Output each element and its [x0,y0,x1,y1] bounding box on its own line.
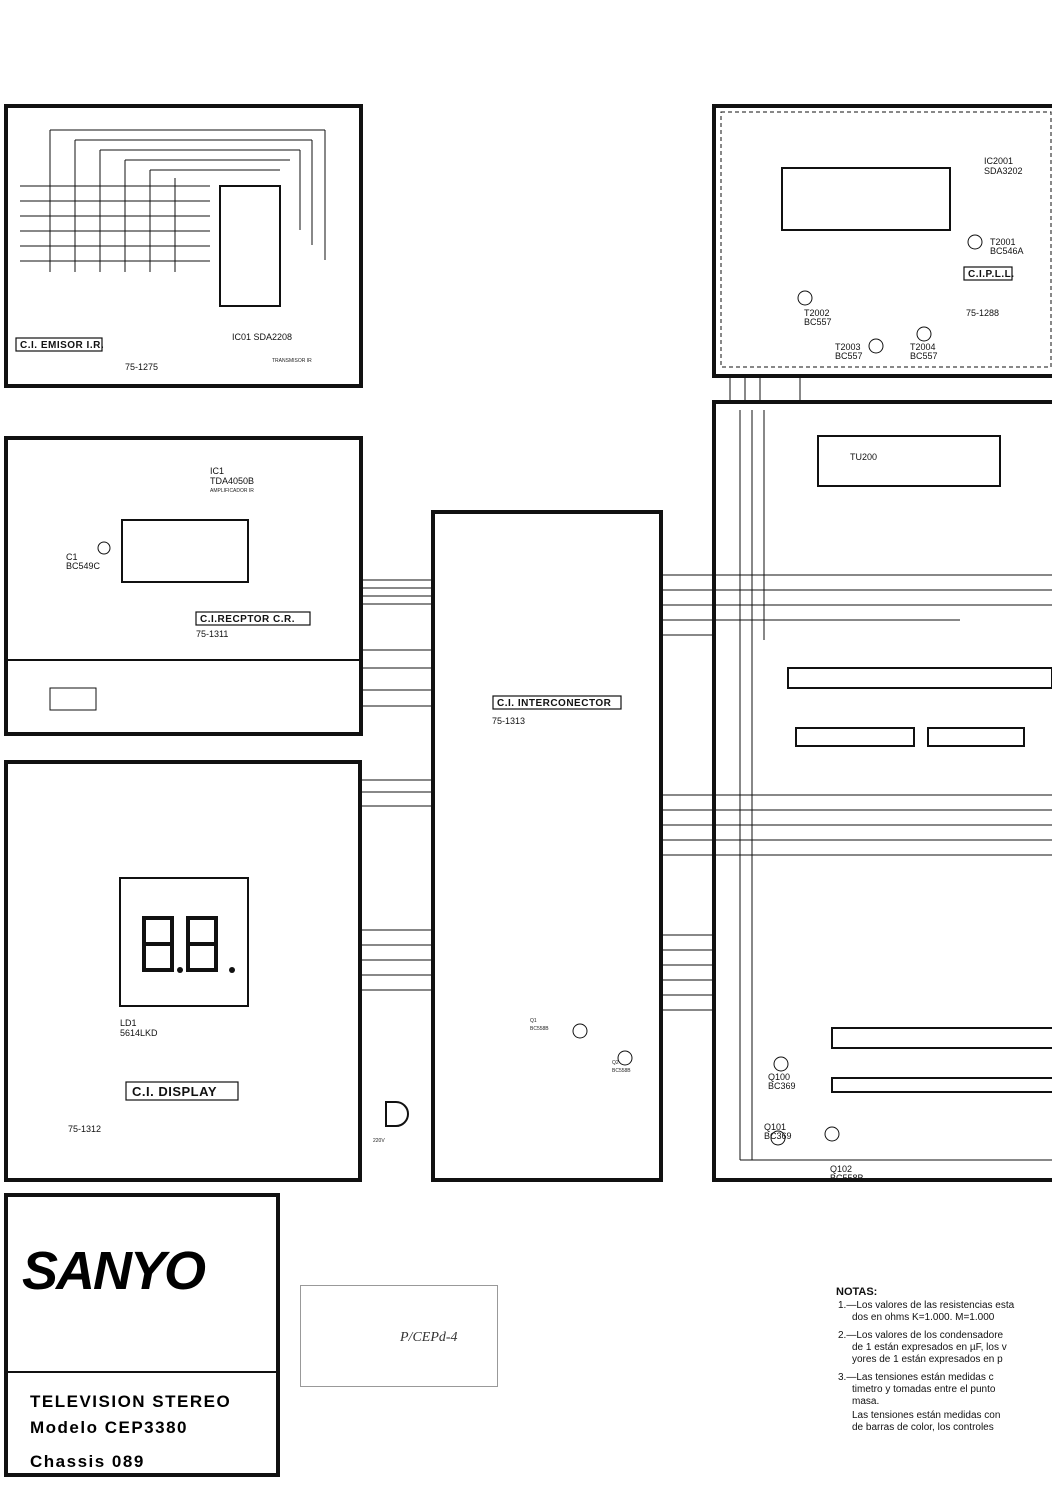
q100-label: Q100 [768,1072,790,1082]
receptor-code: 75-1311 [196,629,228,639]
pll-code: 75-1288 [966,308,999,318]
pll-board-outline [712,104,1052,378]
q100-symbol [773,1056,789,1072]
note-2a: 2.—Los valores de los condensadore [838,1330,1004,1341]
main-ic-strip-3 [927,727,1025,747]
t2003-part: BC557 [835,351,863,361]
receptor-tag-frame [195,611,311,626]
emisor-title: C.I. EMISOR I.R. [20,340,104,351]
interconnect-wires [361,376,801,1011]
note-3d: Las tensiones están medidas con [852,1410,1001,1421]
t2003-label: T2003 [835,342,861,352]
receptor-board-outline [4,436,363,736]
display-board-outline [4,760,362,1182]
ic2001-chip [781,167,951,231]
led-display-frame [119,877,249,1007]
note-3e: de barras de color, los controles [852,1422,994,1433]
seven-seg-digits [142,916,235,973]
q1-symbol [572,1023,588,1039]
pll-shield [720,111,1052,368]
t2004-symbol [916,326,932,342]
t2002-label: T2002 [804,308,830,318]
q100-part: BC369 [768,1081,796,1091]
t2001-part: BC546A [990,246,1024,256]
emisor-tag-frame [15,337,103,352]
pll-tag-frame [963,266,1013,281]
emisor-code: 75-1275 [125,362,158,372]
ic1-label: IC1 [210,466,224,476]
emisor-board-outline [4,104,363,388]
q1-part: BC558B [530,1026,549,1032]
note-1a: 1.—Los valores de las resistencias esta [838,1300,1015,1311]
display-tag-frame [125,1081,239,1101]
q101-label: Q101 [764,1122,786,1132]
note-3a: 3.—Las tensiones están medidas c [838,1372,994,1383]
t2001-label: T2001 [990,237,1016,247]
t2004-part: BC557 [910,351,938,361]
ic01-label: IC01 SDA2208 [232,332,292,342]
chassis-line: Chassis 089 [30,1452,145,1471]
ld1-label: LD1 [120,1018,137,1028]
notes-title: NOTAS: [836,1286,878,1298]
note-1b: dos en ohms K=1.000. M=1.000 [852,1312,995,1323]
q2-symbol [617,1050,633,1066]
q102-part: BC558B [830,1173,864,1183]
display-code: 75-1312 [68,1124,101,1134]
ic1-part: TDA4050B [210,476,254,486]
pll-title: C.I.P.L.L. [968,269,1015,280]
ic2001-label: IC2001 [984,156,1013,166]
t2001-symbol [967,234,983,250]
note-2b: de 1 están expresados en µF, los v [852,1342,1007,1353]
interconector-board-outline [431,510,663,1182]
sanyo-logo: SANYO [22,1241,206,1301]
t2002-part: BC557 [804,317,832,327]
main-ic-strip-1 [787,667,1052,689]
plug-voltage: 220V [373,1138,385,1144]
archive-stamp [300,1285,498,1387]
main-board-wiring [714,410,1052,1161]
interconector-tag-frame [492,695,622,710]
receptor-title: C.I.RECPTOR C.R. [200,614,295,625]
main-board-outline [712,400,1052,1182]
q1-label: Q1 [530,1018,537,1024]
q102-symbol [824,1126,840,1142]
ld1-part: 5614LKD [120,1028,158,1038]
switch-block [49,687,97,711]
emisor-key-matrix [20,129,326,272]
q101-symbol [770,1130,786,1146]
note-3b: timetro y tomadas entre el punto [852,1384,996,1395]
q2-part: BC558B [612,1068,631,1074]
main-ic-strip-2 [795,727,915,747]
tu200-label: TU200 [850,452,877,462]
t2003-symbol [868,338,884,354]
c1-label: C1 [66,552,78,562]
note-2c: yores de 1 están expresados en p [852,1354,1003,1365]
q2-label: Q2 [612,1060,619,1066]
main-ic-strip-4 [831,1027,1052,1049]
t2004-label: T2004 [910,342,936,352]
note-3c: masa. [852,1396,880,1407]
ic2001-part: SDA3202 [984,166,1023,176]
title-block-outline [4,1193,280,1477]
display-title: C.I. DISPLAY [132,1084,217,1099]
emisor-xtal-label: TRANSMISOR IR [272,358,312,364]
c1-transistor-symbol [97,541,111,555]
model-line: Modelo CEP3380 [30,1418,188,1437]
main-ic-strip-5 [831,1077,1052,1093]
t2002-symbol [797,290,813,306]
product-title: TELEVISION STEREO [30,1392,232,1411]
ic1-chip [121,519,249,583]
power-plug-icon [385,1101,409,1127]
q101-part: BC369 [764,1131,792,1141]
ic1-desc: AMPLIFICADOR IR [210,488,254,494]
c1-part: BC549C [66,561,101,571]
ic01-chip [219,185,281,307]
interconector-title: C.I. INTERCONECTOR [497,698,612,709]
stamp-handwritten: P/CEPd-4 [400,1330,458,1345]
tu200-module [817,435,1001,487]
q102-label: Q102 [830,1164,852,1174]
interconector-code: 75-1313 [492,716,525,726]
